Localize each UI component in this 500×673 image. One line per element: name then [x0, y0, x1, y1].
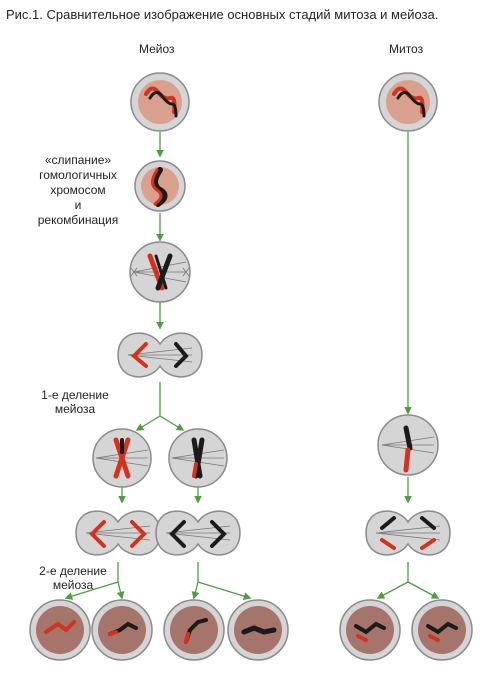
chromosome	[89, 520, 106, 548]
arrow	[116, 581, 125, 600]
arrow	[135, 415, 161, 431]
chromosome	[184, 632, 190, 644]
mitosis-anaphase-cell	[365, 510, 451, 556]
mitosis-initial-cell	[378, 72, 438, 132]
chromosome	[154, 254, 168, 290]
first-division-label: 1-е деление мейоза	[30, 388, 120, 416]
chromosome	[192, 462, 198, 478]
first-division-label-line: 1-е деление	[41, 388, 109, 402]
chromosome	[155, 253, 173, 291]
meiosis-ii-anaphase-left	[75, 510, 161, 556]
meiosis-daughter-cell-2	[91, 599, 153, 661]
meiosis-ii-anaphase-right	[155, 510, 241, 556]
mitosis-metaphase-cell	[377, 414, 439, 476]
synapsis-label-line: «слипание»	[44, 153, 112, 167]
chromosome	[174, 342, 189, 368]
chromosome	[356, 634, 368, 642]
second-division-label-line: 2-е деление	[39, 564, 107, 578]
chromosome	[403, 447, 411, 473]
chromosome	[420, 516, 436, 530]
arrow	[407, 581, 440, 599]
synapsis-label-line: хромосом	[50, 183, 106, 197]
chromosome	[131, 342, 148, 368]
chromosome	[108, 630, 118, 636]
meiosis-anaphase-cell	[117, 332, 203, 378]
chromosome	[241, 625, 277, 635]
arrow	[376, 581, 409, 599]
synapsis-label-line: рекомбинация	[37, 213, 119, 227]
chromosome	[396, 91, 426, 118]
synapsis-label-line: гомологичных	[39, 168, 117, 182]
meiosis-metaphase-cell	[129, 241, 191, 303]
meiosis-daughter-cell-4	[227, 599, 289, 661]
arrow	[159, 415, 185, 431]
first-division-label-line: мейоза	[54, 402, 96, 416]
chromosome	[151, 168, 163, 206]
chromosome	[420, 538, 436, 550]
chromosome	[380, 538, 396, 550]
meiosis-initial-cell	[130, 72, 190, 132]
arrow	[197, 581, 252, 600]
meiosis-column-title: Мейоз	[139, 42, 175, 56]
chromosome	[428, 634, 440, 642]
chromosome	[113, 437, 131, 479]
chromosome	[380, 516, 396, 530]
second-division-label: 2-е деление мейоза	[28, 564, 118, 592]
chromosome	[169, 520, 186, 548]
meiosis-synapsis-cell	[134, 160, 186, 212]
meiosis-daughter-cell-3	[163, 599, 225, 661]
chromosome	[152, 167, 168, 207]
second-division-label-line: мейоза	[52, 578, 94, 592]
mitosis-column-title: Митоз	[389, 42, 424, 56]
arrow	[64, 581, 119, 600]
synapsis-label: «слипание» гомологичных хромосом и реком…	[22, 153, 134, 228]
chromosome	[403, 425, 413, 451]
arrow	[191, 581, 200, 600]
chromosome	[354, 621, 386, 635]
chromosome	[130, 520, 147, 548]
chromosome	[210, 520, 227, 548]
synapsis-label-line: и	[74, 198, 82, 212]
figure-title: Рис.1. Сравнительное изображение основны…	[6, 7, 439, 22]
chromosome	[44, 620, 76, 634]
arrows	[64, 132, 440, 600]
meiosis-ii-cell-right	[168, 428, 228, 488]
meiosis-ii-cell-left	[92, 428, 152, 488]
mitosis-daughter-cell-2	[411, 599, 473, 661]
chromosome	[426, 621, 458, 635]
chromosome	[148, 91, 178, 118]
meiosis-daughter-cell-1	[29, 599, 91, 661]
mitosis-daughter-cell-1	[339, 599, 401, 661]
